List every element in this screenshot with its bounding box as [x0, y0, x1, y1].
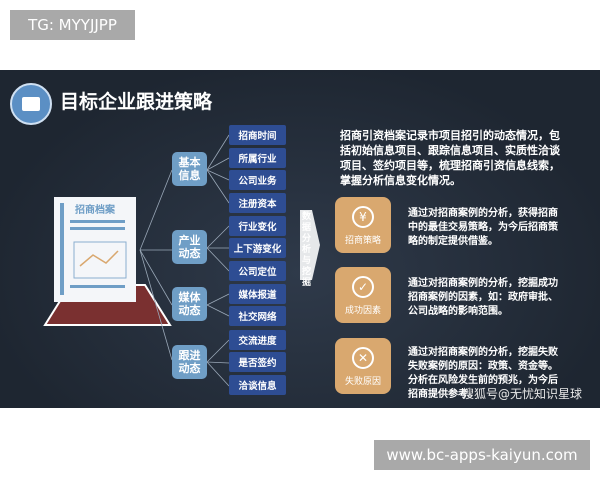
card-text: 通过对招商案例的分析，获得招商中的最佳交易策略，为今后招商策略的制定提供借鉴。: [408, 208, 558, 247]
card-label: 成功因素: [344, 306, 381, 316]
x-circle-icon: ✕: [352, 347, 374, 369]
infographic-panel: 目标企业跟进策略 招商档案 基本信息 产业动态 媒体动态 跟进动态 招商时间 所…: [0, 70, 600, 408]
summary-text: 招商引资档案记录市项目招引的动态情况，包括初始信息项目、跟踪信息项目、实质性洽谈…: [340, 129, 560, 187]
connector-lines: [43, 134, 320, 387]
leaf-item: 交流进度: [229, 330, 286, 350]
yen-cycle-icon: ¥: [352, 206, 374, 228]
bottom-tag: www.bc-apps-kaiyun.com: [374, 440, 590, 470]
category-followup: 跟进动态: [172, 345, 207, 379]
arrow-shape: [300, 210, 320, 280]
card-success: ✓ 成功因素: [335, 267, 391, 323]
arrow-label: 数据分析与挖掘: [302, 212, 312, 288]
leaf-item: 社交网络: [229, 306, 286, 326]
card-text: 通过对招商案例的分析，挖掘成功招商案例的因素，如：政府审批、公司战略的影响范围。: [408, 278, 558, 317]
card-strategy: ¥ 招商策略: [335, 197, 391, 253]
leaf-item: 公司定位: [229, 261, 286, 281]
category-industry: 产业动态: [172, 230, 207, 264]
card-text: 通过对招商案例的分析，挖掘失败失败案例的原因：政策、资金等。分析在风险发生前的预…: [408, 347, 558, 400]
leaf-item: 是否签约: [229, 352, 286, 372]
doc-label: 招商档案: [75, 205, 115, 216]
document-sheet: [54, 197, 136, 302]
leaf-item: 所属行业: [229, 148, 286, 168]
leaf-item: 洽谈信息: [229, 375, 286, 395]
check-circle-icon: ✓: [352, 276, 374, 298]
category-media: 媒体动态: [172, 287, 207, 321]
leaf-item: 上下游变化: [229, 238, 286, 258]
leaf-item: 行业变化: [229, 216, 286, 236]
card-label: 招商策略: [344, 236, 381, 246]
leaf-item: 招商时间: [229, 125, 286, 145]
top-tag: TG: MYYJJPP: [10, 10, 135, 40]
watermark: 搜狐号@无忧知识星球: [462, 387, 583, 401]
card-failure: ✕ 失败原因: [335, 338, 391, 394]
page-title: 目标企业跟进策略: [60, 91, 213, 113]
leaf-item: 公司业务: [229, 170, 286, 190]
category-basic-info: 基本信息: [172, 152, 207, 186]
leaf-item: 注册资本: [229, 193, 286, 213]
card-label: 失败原因: [344, 377, 381, 387]
briefcase-icon: [10, 83, 52, 125]
leaf-item: 媒体报道: [229, 284, 286, 304]
